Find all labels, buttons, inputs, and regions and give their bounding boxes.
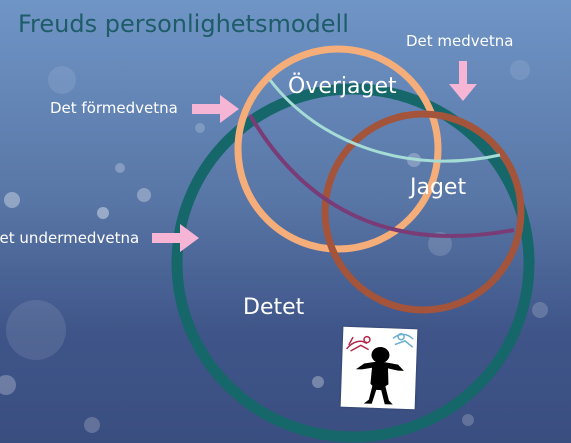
background-bokeh bbox=[0, 60, 548, 433]
label-overjaget: Överjaget bbox=[288, 74, 397, 99]
overjaget-ring bbox=[234, 45, 442, 253]
label-det-medvetna: Det medvetna bbox=[406, 32, 514, 50]
label-detet: Detet bbox=[243, 295, 305, 320]
pink-arrow-icon bbox=[152, 224, 199, 252]
conscious-boundary-line bbox=[268, 79, 501, 163]
label-jaget: Jaget bbox=[410, 175, 467, 200]
pink-arrow-icon bbox=[192, 95, 239, 123]
slide-title: Freuds personlighetsmodell bbox=[18, 10, 349, 38]
label-det-formedvetna: Det förmedvetna bbox=[50, 99, 178, 117]
child-figure-icon bbox=[340, 326, 418, 410]
jaget-ring bbox=[321, 110, 525, 314]
pink-arrow-icon bbox=[449, 61, 477, 101]
detet-ring bbox=[171, 83, 535, 443]
label-det-undermedvetna: Det undermedvetna bbox=[0, 229, 140, 247]
preconscious-boundary-line bbox=[248, 113, 515, 239]
